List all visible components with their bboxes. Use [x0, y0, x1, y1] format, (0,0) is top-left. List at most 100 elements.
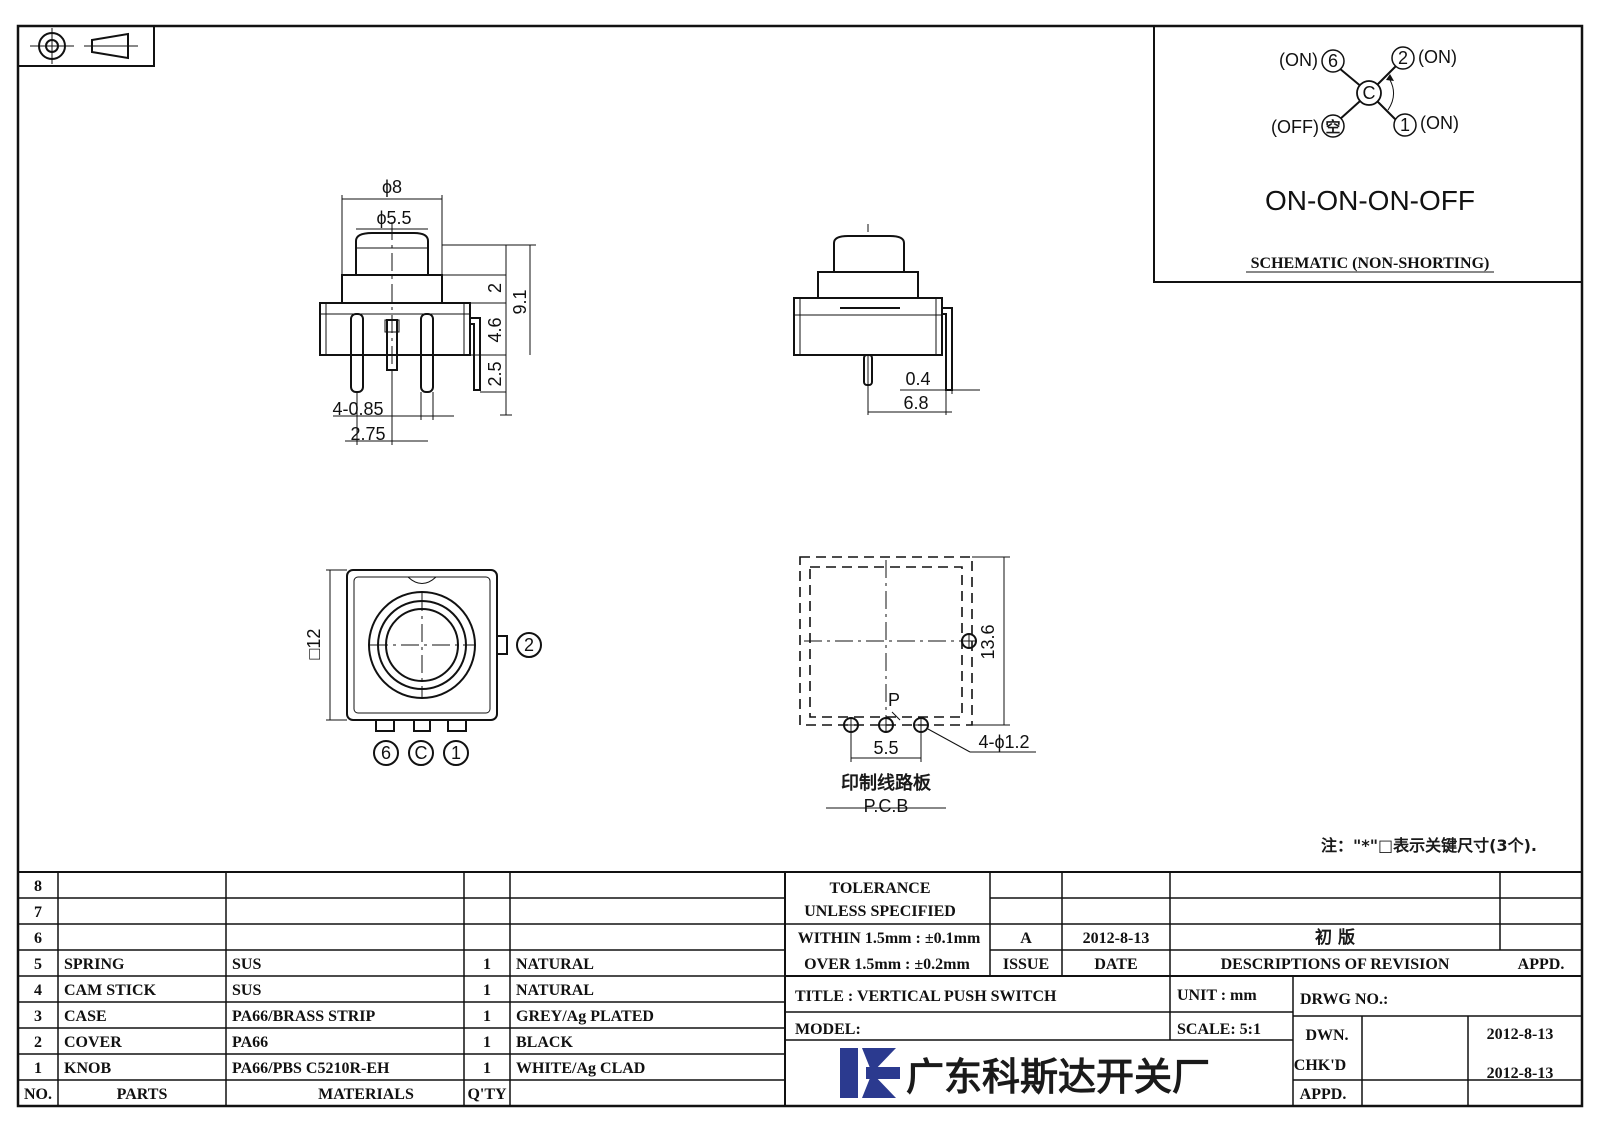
- schematic-off-state: (OFF): [1271, 117, 1319, 137]
- side-dim-0-4: 0.4: [905, 369, 930, 389]
- top-pin1-label: 1: [451, 743, 461, 763]
- bom-cell-qty: 1: [483, 1060, 491, 1077]
- front-dim-9-1: 9.1: [510, 289, 530, 314]
- approved-label: APPD.: [1300, 1086, 1347, 1103]
- front-dim-2: 2: [485, 283, 505, 293]
- bom-cell-no: 1: [34, 1060, 42, 1077]
- bom-cell-material: SUS: [232, 956, 261, 973]
- schematic-pin2-number: 2: [1398, 48, 1408, 68]
- bom-cell-part: SPRING: [64, 956, 125, 973]
- revision-appd-label: APPD.: [1518, 956, 1565, 973]
- pcb-label-chinese: 印制线路板: [841, 772, 932, 794]
- key-dimension-note: 注："*"□表示关键尺寸(3个).: [1321, 836, 1537, 855]
- revision-description: 初 版: [1315, 927, 1355, 948]
- drawing-number-label: DRWG NO.:: [1300, 991, 1388, 1008]
- tolerance-line-3: WITHIN 1.5mm : ±0.1mm: [798, 930, 981, 947]
- revision-date: 2012-8-13: [1083, 930, 1150, 947]
- front-dim-pitch: 2.75: [350, 424, 385, 444]
- schematic-pin6-state: (ON): [1279, 50, 1318, 70]
- pcb-hole-dim: 4-ϕ1.2: [978, 732, 1029, 752]
- unit-label: UNIT : mm: [1177, 987, 1257, 1004]
- bom-row: 5 SPRING SUS 1 NATURAL: [34, 956, 594, 973]
- schematic-empty-pin-label: 空: [1325, 118, 1340, 136]
- revision-date-label: DATE: [1094, 956, 1137, 973]
- bom-cell-finish: NATURAL: [516, 956, 594, 973]
- bom-cell-material: SUS: [232, 982, 261, 999]
- bom-cell-qty: 1: [483, 1008, 491, 1025]
- bom-cell-part: CASE: [64, 1008, 107, 1025]
- bom-cell-finish: WHITE/Ag CLAD: [516, 1060, 645, 1077]
- top-pin2-label: 2: [524, 635, 534, 655]
- bom-cell-part: CAM STICK: [64, 982, 157, 999]
- bom-cell-finish: GREY/Ag PLATED: [516, 1008, 654, 1025]
- schematic-pin1-number: 1: [1400, 115, 1410, 135]
- top-pin6-label: 6: [381, 743, 391, 763]
- drawn-label: DWN.: [1305, 1027, 1348, 1044]
- title-block-grid: [18, 871, 1582, 1106]
- schematic-title: SCHEMATIC (NON-SHORTING): [1251, 255, 1490, 272]
- bom-cell-no: 2: [34, 1034, 42, 1051]
- bom-header-parts: PARTS: [117, 1086, 168, 1103]
- projection-symbol-icon: [17, 25, 155, 67]
- scale-label: SCALE: 5:1: [1177, 1021, 1261, 1038]
- bom-header-no: NO.: [24, 1086, 52, 1103]
- top-pinC-label: C: [415, 743, 428, 763]
- front-dim-2-5: 2.5: [485, 361, 505, 386]
- front-view: [319, 195, 536, 445]
- bom-cell-no: 3: [34, 1008, 42, 1025]
- schematic-pin1-state: (ON): [1420, 113, 1459, 133]
- bom-cell-qty: 1: [483, 956, 491, 973]
- model-label: MODEL:: [795, 1021, 861, 1038]
- bom-row: 2 COVER PA66 1 BLACK: [34, 1034, 573, 1051]
- bom-cell-no: 4: [34, 982, 42, 999]
- bom-row-6-no: 6: [34, 930, 42, 947]
- pcb-pitch-label: P: [888, 690, 900, 710]
- revision-desc-label: DESCRIPTIONS OF REVISION: [1221, 956, 1450, 973]
- side-view: [793, 224, 980, 415]
- bom-cell-finish: NATURAL: [516, 982, 594, 999]
- tolerance-line-4: OVER 1.5mm : ±0.2mm: [804, 956, 970, 973]
- front-dim-phi5-5: ϕ5.5: [376, 208, 411, 228]
- schematic-pin2-state: (ON): [1418, 47, 1457, 67]
- schematic-symbol: [1321, 46, 1417, 138]
- side-dim-6-8: 6.8: [903, 393, 928, 413]
- bom-cell-part: COVER: [64, 1034, 122, 1051]
- schematic-panel: C 6 2 空 1 (ON) (ON) (OFF) (ON) ON-ON-ON-…: [1153, 25, 1583, 283]
- front-dim-phi8: ϕ8: [382, 177, 402, 197]
- tolerance-line-1: TOLERANCE: [829, 880, 930, 897]
- top-dim-square-12: □12: [304, 629, 324, 660]
- bom-header-qty: Q'TY: [467, 1086, 507, 1103]
- bom-row: 4 CAM STICK SUS 1 NATURAL: [34, 982, 594, 999]
- bom-cell-material: PA66: [232, 1034, 268, 1051]
- drawing-border: [16, 24, 1584, 1108]
- revision-issue: A: [1020, 930, 1032, 947]
- bom-cell-part: KNOB: [64, 1060, 111, 1077]
- bom-cell-finish: BLACK: [516, 1034, 573, 1051]
- checked-label: CHK'D: [1294, 1057, 1346, 1074]
- bom-row-8-no: 8: [34, 878, 42, 895]
- bom-row: 1 KNOB PA66/PBS C5210R-EH 1 WHITE/Ag CLA…: [34, 1060, 645, 1077]
- checked-date: 2012-8-13: [1487, 1065, 1554, 1082]
- bom-cell-qty: 1: [483, 1034, 491, 1051]
- bom-cell-material: PA66/BRASS STRIP: [232, 1008, 376, 1025]
- pcb-label-english: P.C.B: [864, 796, 909, 816]
- schematic-pin6-number: 6: [1328, 51, 1338, 71]
- pcb-dim-13-6: 13.6: [978, 624, 998, 659]
- pcb-dim-5-5: 5.5: [873, 738, 898, 758]
- company-logo-icon: [840, 1048, 900, 1098]
- revision-issue-label: ISSUE: [1003, 956, 1049, 973]
- bom-cell-no: 5: [34, 956, 42, 973]
- company-name: 广东科斯达开关厂: [906, 1055, 1210, 1099]
- front-dim-4-6: 4.6: [485, 317, 505, 342]
- bom-header-materials: MATERIALS: [318, 1086, 414, 1103]
- drawn-date: 2012-8-13: [1487, 1026, 1554, 1043]
- bom-cell-qty: 1: [483, 982, 491, 999]
- front-dim-pin-width: 4-0.85: [332, 399, 383, 419]
- schematic-common-label: C: [1363, 83, 1376, 103]
- pcb-layout-view: [799, 556, 1036, 809]
- top-view: [326, 569, 542, 766]
- bom-row: 3 CASE PA66/BRASS STRIP 1 GREY/Ag PLATED: [34, 1008, 654, 1025]
- bom-cell-material: PA66/PBS C5210R-EH: [232, 1060, 390, 1077]
- tolerance-line-2: UNLESS SPECIFIED: [804, 903, 956, 920]
